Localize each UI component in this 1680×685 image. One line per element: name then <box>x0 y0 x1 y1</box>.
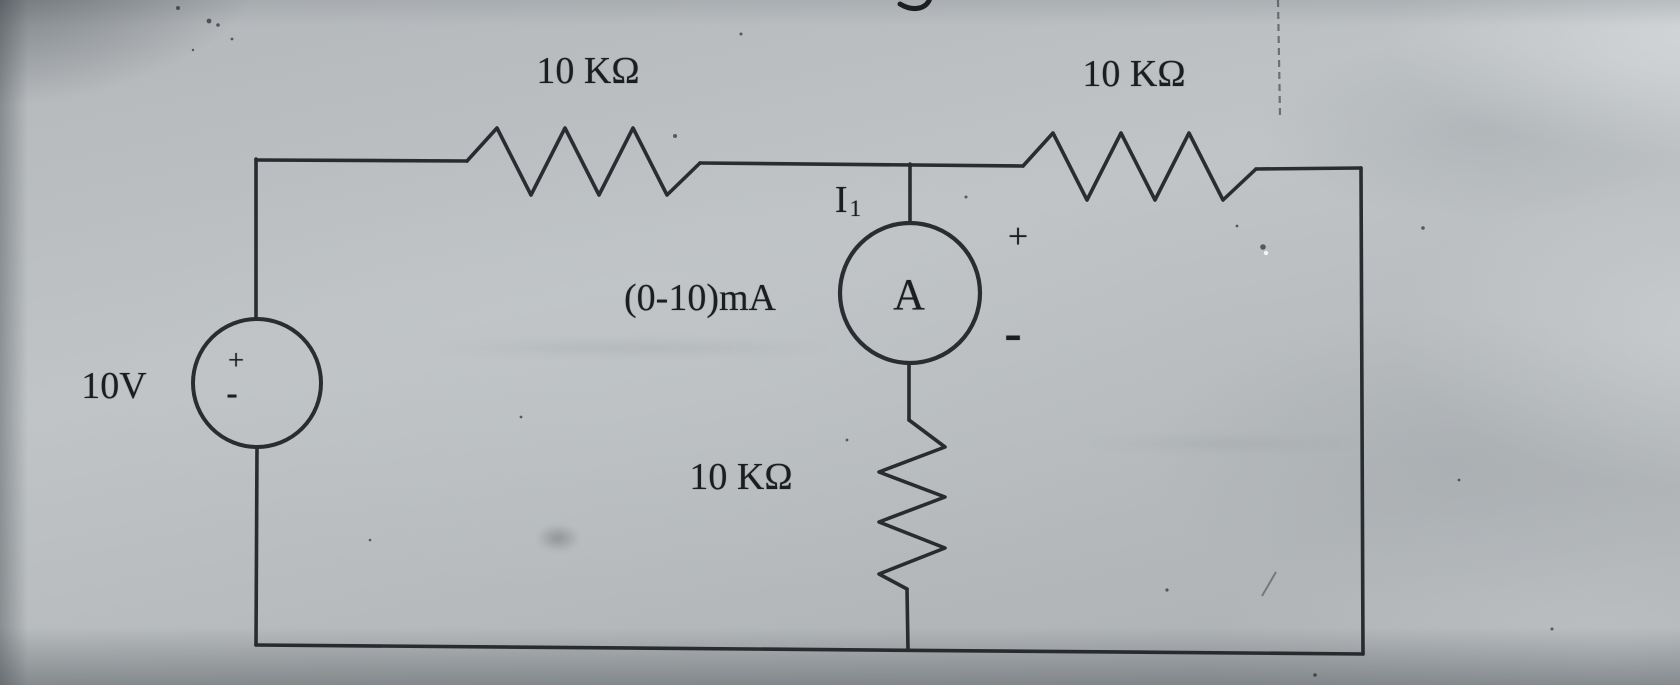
wire-resistor-to-bottom <box>905 587 910 652</box>
wire-bottom-rail <box>254 643 1365 656</box>
resistor-top-left-zigzag <box>465 126 702 197</box>
resistor-middle-zigzag <box>877 418 947 591</box>
ammeter-minus-sign: - <box>1004 305 1022 362</box>
wire-top-rail-middle <box>698 161 1025 168</box>
current-i1-main: I <box>834 179 848 221</box>
ammeter-symbol: A <box>893 270 925 319</box>
resistor-middle-label: 10 KΩ <box>689 456 793 498</box>
wire-top-rail-left <box>254 158 469 163</box>
wire-right-side <box>1359 166 1365 656</box>
paper-specks <box>176 6 1554 677</box>
wire-top-rail-right <box>1254 166 1363 171</box>
current-i1-subscript: 1 <box>849 196 862 221</box>
pencil-mark <box>1261 571 1277 597</box>
current-i1-label: I1 <box>834 179 862 221</box>
resistor-top-left-label: 10 KΩ <box>536 50 640 92</box>
ammeter-plus-sign: + <box>1007 216 1029 256</box>
voltage-source-plus-sign: + <box>227 344 245 377</box>
resistor-top-right-label: 10 KΩ <box>1082 53 1186 95</box>
resistor-top-right-zigzag <box>1021 131 1258 202</box>
paper-glint <box>1263 250 1269 256</box>
cutoff-letter-artifact <box>897 0 932 12</box>
wire-left-bottom <box>254 445 259 647</box>
voltage-source-label: 10V <box>81 365 147 407</box>
ammeter-range-label: (0-10)mA <box>624 277 776 319</box>
voltage-source-minus-sign: - <box>226 375 238 412</box>
